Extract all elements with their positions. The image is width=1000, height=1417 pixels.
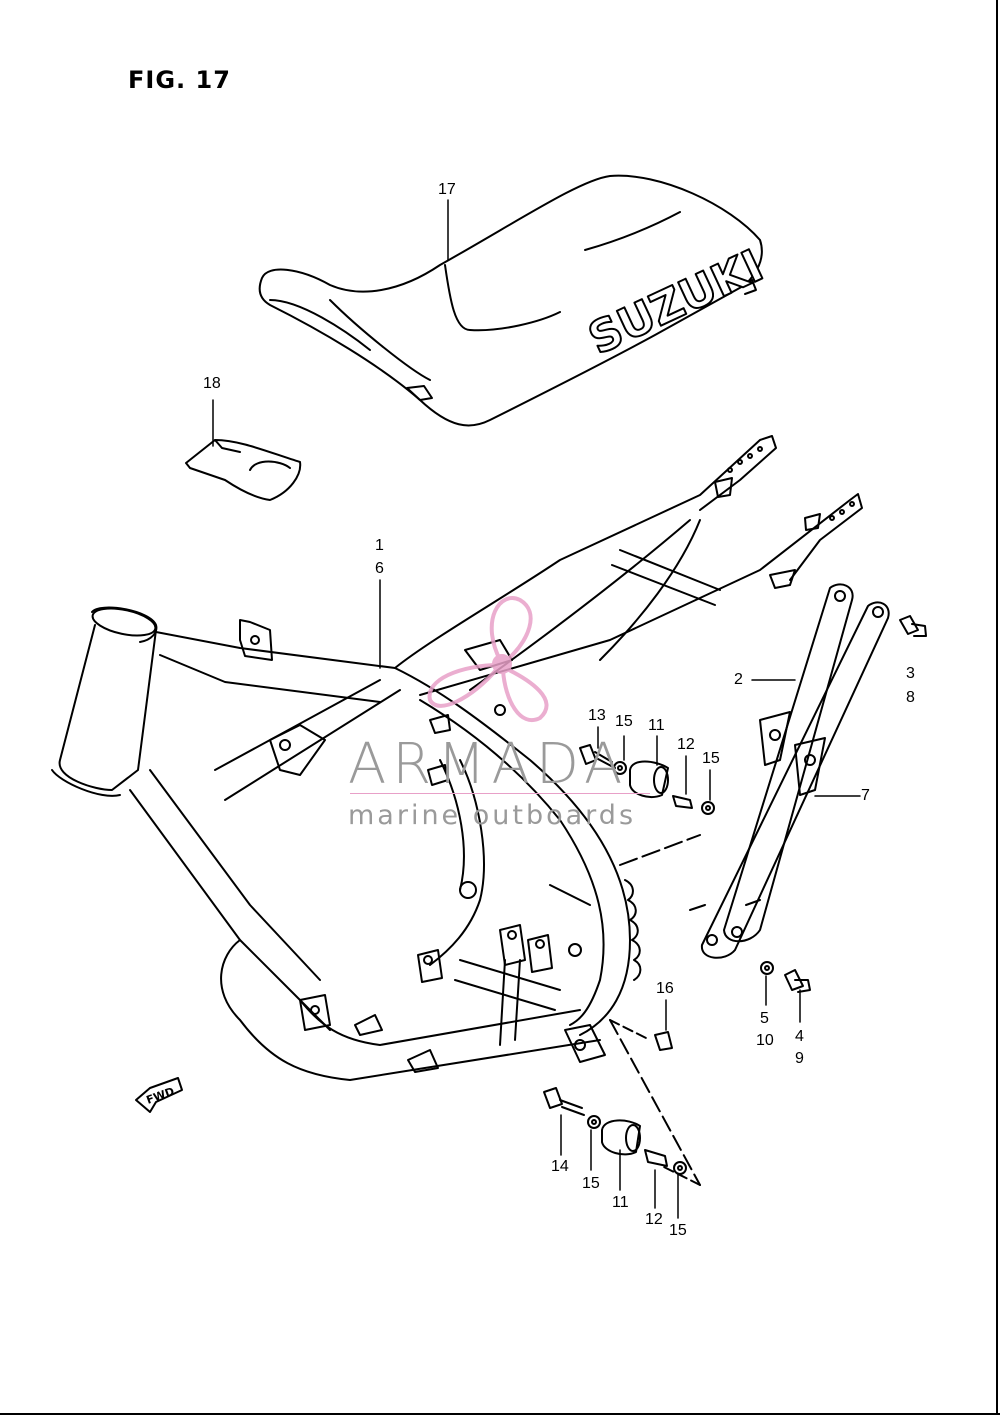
tool-bag-part: [185, 439, 302, 501]
callout-15-upper-left: 15: [615, 713, 633, 730]
callout-18: 18: [203, 375, 221, 392]
callout-15-lower-right: 15: [669, 1222, 687, 1239]
stay-bolts: [760, 615, 927, 993]
callout-11-lower: 11: [612, 1194, 629, 1211]
callout-8: 8: [906, 689, 915, 706]
figure-title: FIG. 17: [128, 66, 231, 94]
callout-4: 4: [795, 1028, 804, 1045]
callout-1: 1: [375, 537, 384, 554]
callout-3: 3: [906, 665, 915, 682]
callout-6: 6: [375, 560, 384, 577]
watermark-divider: [350, 793, 650, 794]
callout-2: 2: [734, 671, 743, 688]
fwd-arrow-icon: FWD: [135, 1077, 183, 1113]
callout-15-lower-left: 15: [582, 1175, 600, 1192]
callout-10: 10: [756, 1032, 774, 1049]
callout-17: 17: [438, 181, 456, 198]
callout-14: 14: [551, 1158, 569, 1175]
callout-9: 9: [795, 1050, 804, 1067]
frame-part: [51, 435, 863, 1186]
callout-5: 5: [760, 1010, 769, 1027]
callout-13: 13: [588, 707, 606, 724]
watermark-tagline: marine outboards: [348, 800, 637, 831]
seat-brand-logo: SUZUKI: [581, 240, 771, 365]
callout-12-upper: 12: [677, 736, 695, 753]
watermark-name: ARMADA: [348, 732, 629, 797]
watermark-logo-icon: [427, 596, 549, 722]
stay-parts: [689, 583, 890, 959]
callout-7: 7: [861, 787, 870, 804]
callout-12-lower: 12: [645, 1211, 663, 1228]
seat-part: SUZUKI: [258, 174, 772, 427]
callout-16: 16: [656, 980, 674, 997]
leader-lines: [212, 199, 861, 1219]
callout-11-upper: 11: [648, 717, 665, 734]
lower-mount-hardware: [543, 1031, 687, 1175]
upper-mount-hardware: [579, 744, 715, 815]
callout-15-upper-right: 15: [702, 750, 720, 767]
